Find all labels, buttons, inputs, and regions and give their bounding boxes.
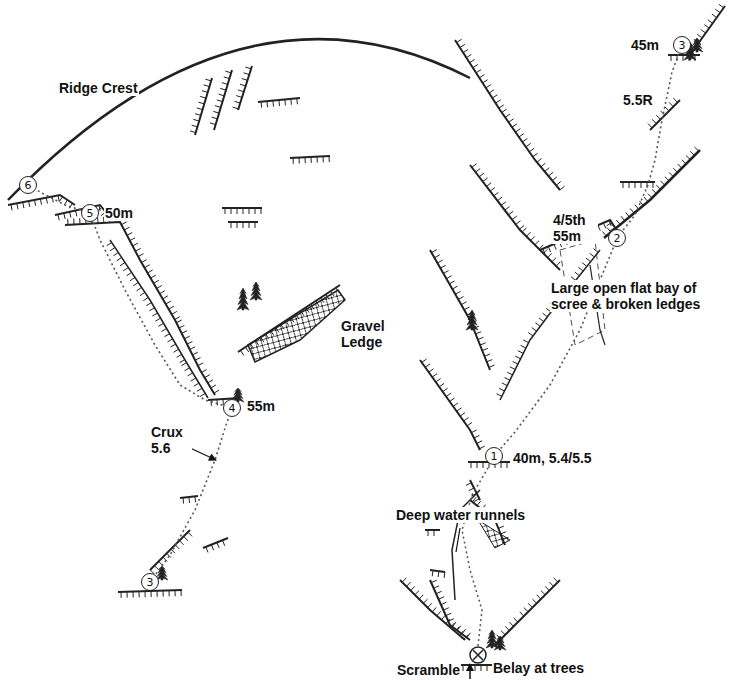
ledge-hatching <box>432 570 445 578</box>
belay-circle: 5 <box>81 204 99 222</box>
topo-label: 55m <box>246 398 276 414</box>
topo-label: Deep water runnels <box>395 507 526 523</box>
belay-circle: 3 <box>141 573 159 591</box>
tree-symbol <box>494 636 506 650</box>
belay-circle: 1 <box>485 447 503 465</box>
belay-circle: 4 <box>223 399 241 417</box>
crux-arrow <box>190 448 216 460</box>
cliff-line <box>214 70 232 130</box>
topo-label: Large open flat bay of scree & broken le… <box>550 280 726 312</box>
cliff-line <box>65 222 215 395</box>
cliff-line <box>290 156 330 158</box>
ledge-hatching <box>431 580 470 637</box>
ledge-hatching <box>428 530 434 536</box>
gravel-ledge-area <box>248 290 345 362</box>
runnels-leader <box>456 528 460 552</box>
ledge-hatching <box>233 67 252 109</box>
pitch-number: 2 <box>614 233 621 244</box>
scree-patch <box>478 520 510 548</box>
ledge-hatching <box>492 578 558 643</box>
route-line <box>37 190 81 210</box>
cliff-line <box>203 538 228 548</box>
ledge-hatching <box>293 156 329 164</box>
pitch-number: 3 <box>679 40 686 51</box>
topo-label: Belay at trees <box>492 660 585 676</box>
cliff-line <box>430 580 470 640</box>
pitch-number: 4 <box>229 403 236 414</box>
cliff-line <box>420 360 480 450</box>
ridge-crest-line <box>8 39 470 200</box>
topo-label: 5.5R <box>622 92 654 108</box>
ledge-hatching <box>231 222 255 228</box>
scramble-arrow <box>469 664 471 679</box>
ledge-hatching <box>422 359 485 449</box>
cliff-line <box>495 580 560 645</box>
route-line <box>623 54 678 230</box>
tree-symbol <box>466 310 478 330</box>
cliff-line <box>222 207 262 209</box>
ledge-hatching <box>472 164 561 266</box>
ledge-hatching <box>225 208 261 214</box>
start-mark <box>473 650 483 660</box>
ledge-hatching <box>206 540 225 552</box>
ledge-hatching <box>68 216 219 393</box>
ledge-hatching <box>261 98 297 107</box>
topo-label: 4/5th 55m <box>552 212 598 244</box>
ledge-hatching <box>603 147 699 236</box>
belay-circle: 6 <box>19 176 37 194</box>
tree-symbol <box>691 38 703 52</box>
pitch-number: 5 <box>87 208 94 219</box>
topo-label: Crux 5.6 <box>150 424 192 456</box>
belay-circle: 3 <box>673 36 691 54</box>
cliff-line <box>500 250 600 400</box>
pitch-number: 6 <box>25 180 32 191</box>
route-line <box>501 247 614 448</box>
ledge-hatching <box>183 496 196 503</box>
ledge-hatching <box>623 182 653 188</box>
cliff-line <box>690 6 725 55</box>
ledge-hatching <box>11 195 73 210</box>
cliff-line <box>425 529 440 531</box>
cliff-line <box>430 250 490 370</box>
pitch-number: 3 <box>147 577 154 588</box>
topo-label: Scramble <box>396 662 461 678</box>
approach-route <box>462 468 488 646</box>
ledge-hatching <box>432 250 495 368</box>
cliff-line <box>430 570 445 572</box>
topo-label: 45m <box>630 37 660 53</box>
cliff-line <box>150 530 190 570</box>
cliff-line <box>195 78 212 135</box>
tree-symbol <box>250 282 262 300</box>
belay-circle: 2 <box>608 229 626 247</box>
ledge-hatching <box>190 79 211 132</box>
tree-symbol <box>237 288 249 310</box>
pitch-number: 1 <box>491 451 498 462</box>
start-mark <box>470 647 486 663</box>
ledge-hatching <box>210 71 231 125</box>
topo-label: Ridge Crest <box>58 80 139 96</box>
topo-label: 50m <box>104 205 134 221</box>
ledge-hatching <box>121 590 181 598</box>
topo-label: Gravel Ledge <box>340 318 404 350</box>
topo-label: 40m, 5.4/5.5 <box>512 450 593 466</box>
ledge-hatching <box>107 243 206 397</box>
route-line <box>93 222 222 405</box>
